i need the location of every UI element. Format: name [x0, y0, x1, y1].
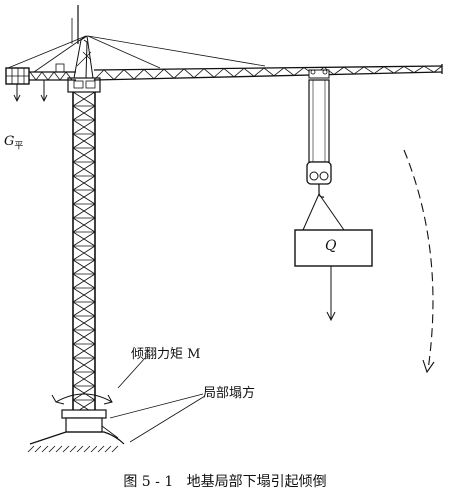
- tipping-direction-arrow: [403, 149, 435, 374]
- slings: [302, 193, 345, 231]
- figure-caption: 图 5 - 1 地基局部下塌引起倾倒: [0, 475, 450, 489]
- counterweight-label-subscript: 平: [14, 141, 24, 152]
- counterweight: [5, 67, 30, 85]
- pendant-ropes: [7, 35, 266, 73]
- overturning-moment-label: 倾翻力矩 M: [131, 347, 201, 362]
- leader-lines: [109, 357, 206, 443]
- load: [294, 229, 373, 267]
- load-label: Q: [325, 238, 337, 254]
- counterweight-label: G平: [4, 134, 24, 152]
- load-force-arrow: [326, 266, 336, 322]
- counterweight-force-arrows: [13, 80, 48, 103]
- jib: [93, 64, 443, 81]
- hoist-rope: [308, 79, 330, 163]
- local-collapse-label: 局部塌方: [203, 386, 256, 401]
- operator-cab: [67, 77, 101, 93]
- hook-block: [306, 161, 332, 198]
- figure-number: 图 5 - 1: [123, 474, 174, 490]
- overturning-moment-arrow: [51, 393, 113, 405]
- foundation: [27, 409, 125, 453]
- tower-mast: [72, 90, 96, 418]
- tower-top: [71, 5, 94, 79]
- figure-title: 地基局部下塌引起倾倒: [186, 474, 327, 490]
- counter-jib: [28, 63, 76, 81]
- trolley: [308, 69, 330, 79]
